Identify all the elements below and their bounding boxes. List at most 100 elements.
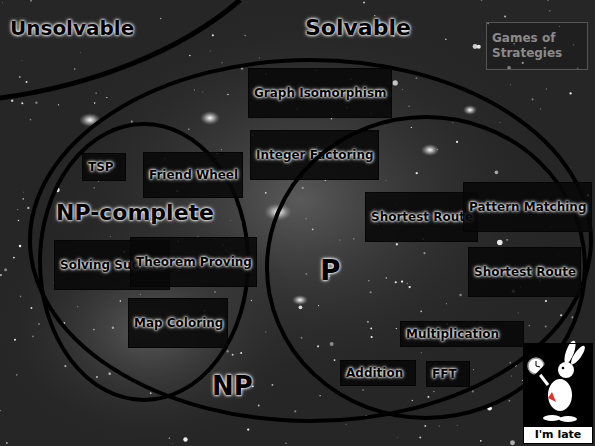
class-name: NP [212, 371, 253, 401]
star [401, 280, 403, 282]
class-ellipse: PShortest RoutePattern MatchingShortest … [265, 115, 587, 420]
problem-name: Multiplication [406, 327, 499, 342]
star [210, 50, 211, 51]
star [13, 257, 15, 259]
star [459, 294, 462, 297]
star [331, 118, 332, 119]
star [18, 220, 19, 221]
star [94, 187, 95, 188]
problem-box: Multiplication [400, 321, 524, 347]
star [247, 428, 249, 430]
star [21, 60, 23, 62]
star [258, 405, 260, 407]
rabbit-body [548, 379, 572, 411]
star [370, 328, 372, 330]
star [258, 57, 260, 59]
rabbit-foot [543, 415, 561, 421]
star [497, 240, 503, 246]
star [139, 293, 141, 295]
star [20, 296, 22, 298]
region-label: Solvable [305, 15, 411, 40]
star [188, 129, 189, 130]
star [26, 81, 28, 83]
star [517, 312, 519, 314]
star [302, 187, 304, 189]
star [93, 329, 95, 331]
star [120, 300, 122, 302]
star [330, 342, 334, 346]
star [23, 191, 25, 193]
star [510, 375, 512, 377]
star [265, 192, 267, 194]
star [17, 209, 18, 210]
star [529, 325, 531, 327]
galaxy [292, 295, 308, 305]
star [131, 120, 133, 122]
nebula-glow [0, 210, 310, 446]
problem-box: FFT [426, 361, 470, 387]
star [106, 97, 107, 98]
star [545, 300, 547, 302]
star [433, 391, 434, 392]
star [305, 273, 307, 275]
star [183, 437, 187, 441]
problem-box: TSP [82, 153, 126, 181]
star [22, 198, 24, 200]
star [74, 68, 76, 70]
star [58, 104, 59, 105]
star [172, 443, 174, 445]
star [251, 300, 252, 301]
star [367, 321, 369, 323]
star [363, 2, 365, 4]
star [408, 106, 409, 107]
star [509, 362, 511, 364]
problem-box: Integer Factoring [250, 130, 379, 180]
star [11, 100, 13, 102]
star [19, 76, 21, 78]
star [481, 0, 482, 1]
star [495, 171, 499, 175]
star [504, 15, 506, 17]
problem-box: Graph Isomorphism [248, 68, 392, 118]
star [169, 437, 170, 438]
problem-box: Map Coloring [128, 298, 228, 348]
problem-name: Friend Wheel [149, 168, 238, 183]
star [547, 0, 548, 1]
star [569, 92, 571, 94]
rabbit-card: I'm late [523, 343, 593, 444]
star [401, 89, 403, 91]
star [549, 10, 551, 12]
star [232, 354, 234, 356]
star [424, 425, 426, 427]
star [419, 437, 421, 439]
problem-box: Pattern Matching [463, 182, 592, 232]
star [317, 345, 319, 347]
star [96, 376, 98, 378]
star [499, 121, 501, 123]
watch-hand [536, 366, 540, 367]
star [94, 102, 95, 103]
star [306, 218, 307, 219]
star [16, 374, 17, 375]
star [345, 423, 347, 425]
star [109, 235, 111, 237]
rabbit-foot [559, 416, 577, 422]
star [150, 392, 152, 394]
class-name: P [320, 255, 341, 287]
star [397, 436, 399, 438]
star [6, 442, 8, 444]
star [446, 303, 447, 304]
rabbit-head [558, 362, 574, 378]
star [2, 2, 4, 4]
star [427, 396, 429, 398]
star [30, 0, 32, 2]
star [545, 325, 547, 327]
galaxy [421, 144, 439, 156]
problem-name: Shortest Route [371, 210, 473, 225]
star [0, 274, 2, 276]
star [445, 38, 446, 39]
problem-name: Addition [346, 366, 403, 381]
problem-name: Graph Isomorphism [254, 86, 387, 101]
